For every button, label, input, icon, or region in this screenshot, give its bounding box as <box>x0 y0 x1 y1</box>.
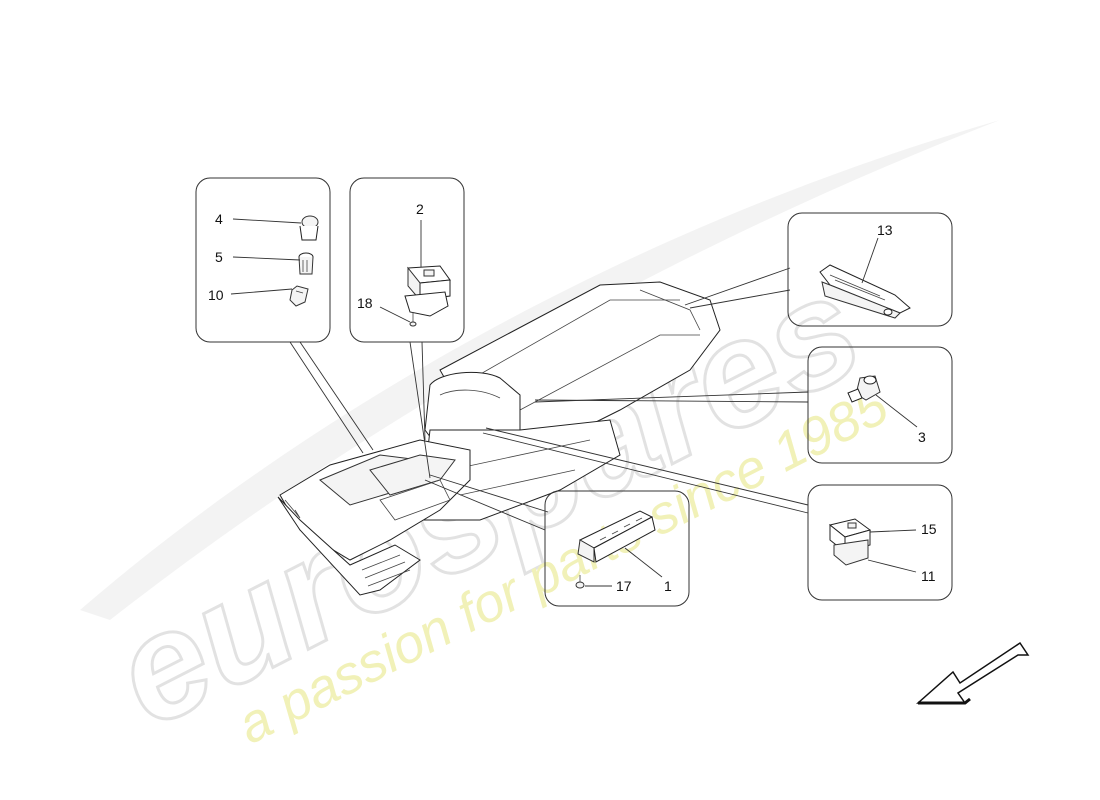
detail-box-socket-group: 3 <box>534 346 953 464</box>
detail-box-button-group: 15 11 <box>482 427 953 601</box>
watermark-swoosh <box>80 120 1000 620</box>
part-17-screw <box>575 575 585 589</box>
console-grille <box>361 554 411 587</box>
part-4-cap <box>299 215 319 241</box>
part-10-holder <box>289 285 309 307</box>
part-3-socket <box>847 375 881 403</box>
callout-4: 4 <box>215 211 223 227</box>
callout-2: 2 <box>416 201 424 217</box>
center-console-assembly <box>277 281 721 596</box>
callout-3: 3 <box>918 429 926 445</box>
callout-10: 10 <box>208 287 224 303</box>
part-11-housing <box>829 523 871 566</box>
callout-17: 17 <box>616 578 632 594</box>
callout-5: 5 <box>215 249 223 265</box>
callout-18: 18 <box>357 295 373 311</box>
callout-1: 1 <box>664 578 672 594</box>
part-5-sleeve <box>298 252 314 275</box>
part-1-control-strip <box>577 510 656 563</box>
callout-15: 15 <box>921 521 937 537</box>
callout-11: 11 <box>921 568 936 584</box>
console-tunnel-side <box>419 419 621 521</box>
part-18-screw <box>409 312 417 327</box>
detail-box-lighter-group: 4 5 10 <box>195 177 374 454</box>
detail-box-control-strip-group: 17 1 <box>424 474 690 607</box>
detail-box-panel-group: 13 <box>684 212 953 327</box>
console-switch-recess <box>369 454 456 496</box>
part-13-switch-panel <box>819 264 911 319</box>
detail-box-switch-group: 2 18 <box>349 177 465 479</box>
arrow-down-left-icon <box>916 641 1030 705</box>
callout-13: 13 <box>877 222 893 238</box>
part-2-switch <box>404 265 451 317</box>
